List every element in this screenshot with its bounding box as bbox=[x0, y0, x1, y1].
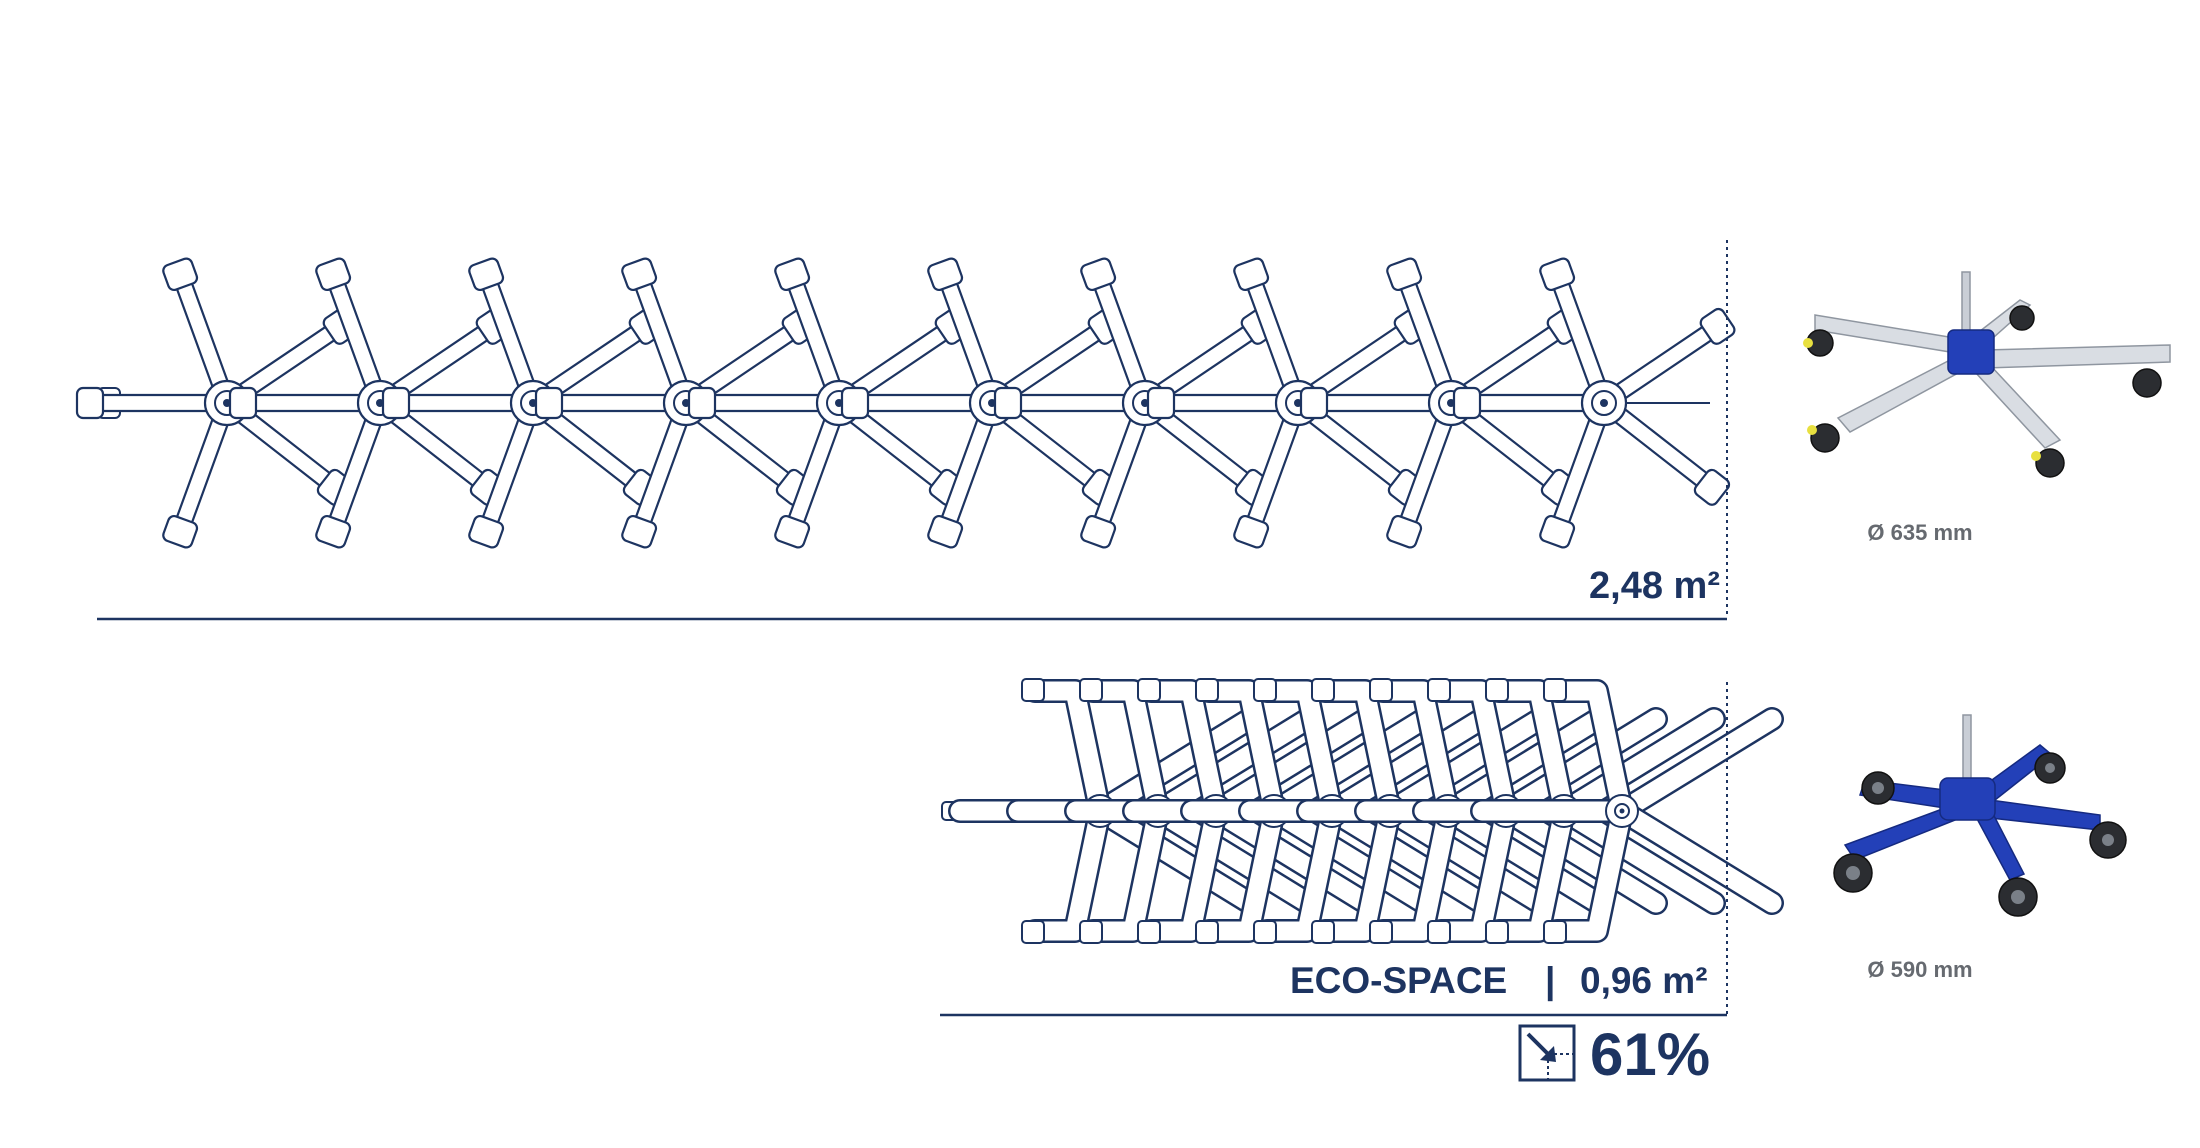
space-saving-icon bbox=[1518, 1024, 1576, 1082]
eco-space-bases-top-view bbox=[941, 679, 1772, 943]
space-savings-percent: 61% bbox=[1590, 1021, 1711, 1088]
eco-separator: | bbox=[1545, 960, 1556, 1001]
eco-space-name-label: ECO-SPACE bbox=[1290, 960, 1508, 1001]
standard-bases-top-view bbox=[75, 255, 1738, 551]
eco-diameter-label: Ø 590 mm bbox=[1867, 957, 1973, 982]
eco-area-label: 0,96 m² bbox=[1580, 960, 1708, 1001]
standard-diameter-label: Ø 635 mm bbox=[1867, 520, 1973, 545]
standard-base-photo bbox=[1803, 271, 2171, 478]
eco-space-base-photo bbox=[1833, 714, 2127, 917]
standard-area-label: 2,48 m² bbox=[1589, 565, 1720, 607]
